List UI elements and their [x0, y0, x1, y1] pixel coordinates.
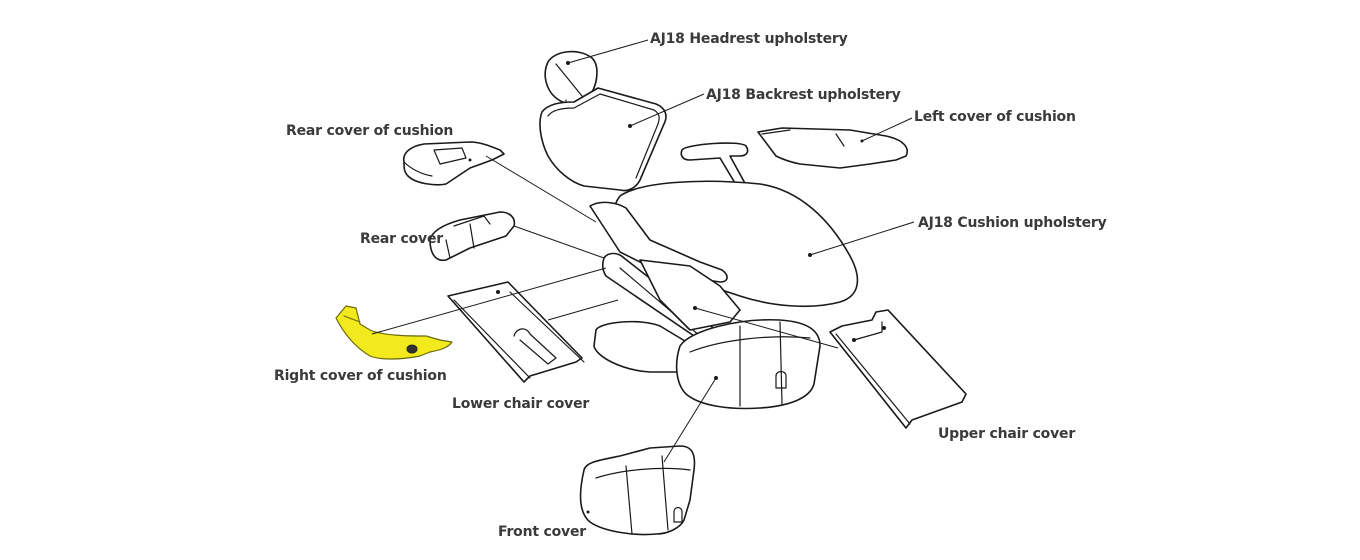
upper-chair-cover-part[interactable] — [829, 309, 967, 429]
label-rear-cover-of-cushion: Rear cover of cushion — [286, 123, 454, 139]
backrest-part[interactable] — [539, 87, 667, 192]
armrest-part[interactable] — [680, 142, 753, 199]
rear-cover-of-cushion-part[interactable] — [402, 141, 505, 186]
label-rear-cover: Rear cover — [360, 231, 443, 247]
label-backrest-upholstery: AJ18 Backrest upholstery — [706, 87, 901, 103]
label-right-cover-of-cushion: Right cover of cushion — [274, 368, 447, 384]
label-cushion-upholstery: AJ18 Cushion upholstery — [918, 215, 1107, 231]
label-front-cover: Front cover — [498, 524, 586, 540]
leader-lines — [371, 39, 915, 463]
label-upper-chair-cover: Upper chair cover — [938, 426, 1076, 442]
label-lower-chair-cover: Lower chair cover — [452, 396, 590, 412]
left-cover-of-cushion-part[interactable] — [757, 127, 908, 169]
front-cover-part[interactable] — [579, 445, 696, 536]
lower-chair-cover-part[interactable] — [447, 281, 585, 383]
label-left-cover-of-cushion: Left cover of cushion — [914, 109, 1076, 125]
chair-base-assembly[interactable] — [589, 201, 821, 410]
right-cover-of-cushion-part[interactable] — [335, 305, 453, 360]
label-headrest-upholstery: AJ18 Headrest upholstery — [650, 31, 848, 47]
rear-cover-part[interactable] — [429, 211, 516, 262]
